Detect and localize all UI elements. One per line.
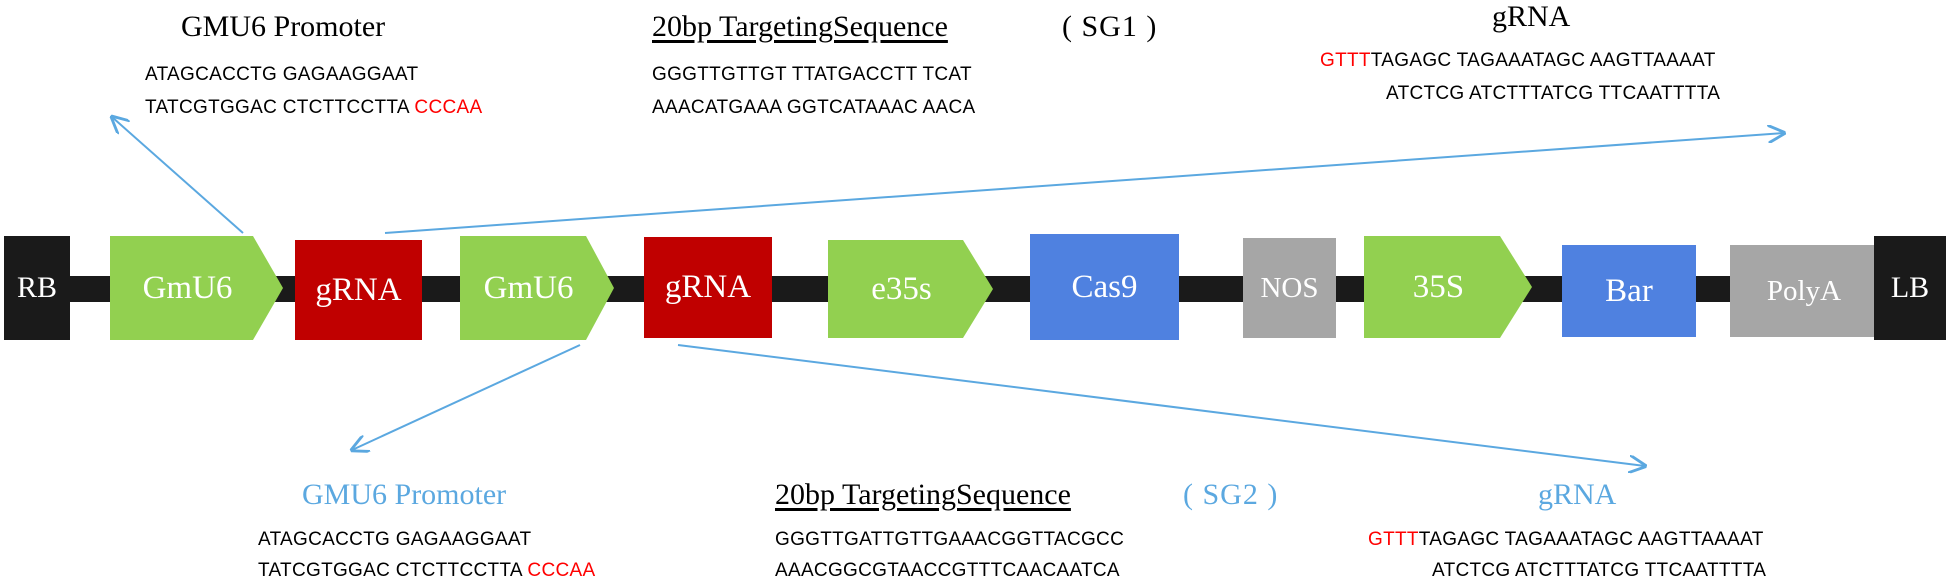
sg1-grna-seq-line1-main: TAGAGC TAGAAATAGC AAGTTAAAAT bbox=[1370, 50, 1716, 71]
construct-element-grna-1: gRNA bbox=[295, 240, 422, 340]
construct-element-bar: Bar bbox=[1562, 245, 1696, 337]
arrow-sg2-promoter bbox=[352, 344, 581, 450]
construct-label-e35s: e35s bbox=[871, 270, 932, 307]
arrow-sg1-grna bbox=[384, 133, 1784, 234]
sg1-grna-highlight: GTTT bbox=[1320, 50, 1371, 71]
sg2-grna-seq-line1-main: TAGAGC TAGAAATAGC AAGTTAAAAT bbox=[1418, 529, 1764, 550]
sg1-promoter-pam-highlight: CCCAA bbox=[414, 97, 483, 118]
construct-element-cas9: Cas9 bbox=[1030, 234, 1179, 340]
sg1-grna-seq-line1: GTTTTAGAGC TAGAAATAGC AAGTTAAAAT bbox=[1320, 50, 1716, 72]
construct-label-grna-1: gRNA bbox=[315, 271, 402, 308]
construct-label-bar: Bar bbox=[1605, 272, 1653, 309]
construct-element-nos: NOS bbox=[1243, 238, 1336, 338]
sg1-grna-seq-line2: ATCTCG ATCTTTATCG TTCAATTTTA bbox=[1386, 83, 1721, 104]
construct-element-e35s: e35s bbox=[828, 240, 993, 338]
arrow-sg1-promoter bbox=[112, 117, 244, 234]
sg2-target-seq-line1: GGGTTGATTGTTGAAACGGTTACGCC bbox=[775, 529, 1125, 550]
construct-label-gmu6-1: GmU6 bbox=[142, 269, 233, 306]
sg1-promoter-seq-line2-main: TATCGTGGAC CTCTTCCTTA bbox=[145, 97, 415, 118]
sg1-promoter-seq-line2: TATCGTGGAC CTCTTCCTTA CCCAA bbox=[145, 97, 482, 119]
construct-label-nos: NOS bbox=[1260, 271, 1319, 304]
sg1-target-title: 20bp TargetingSequence bbox=[652, 10, 948, 43]
sg1-target-seq-line1: GGGTTGTTGT TTATGACCTT TCAT bbox=[652, 64, 972, 85]
construct-label-p35s: 35S bbox=[1412, 268, 1465, 305]
sg2-grna-highlight: GTTT bbox=[1368, 529, 1419, 550]
construct-label-cas9: Cas9 bbox=[1071, 268, 1138, 305]
sg2-promoter-seq-line2-main: TATCGTGGAC CTCTTCCTTA bbox=[258, 560, 528, 581]
construct-element-gmu6-1: GmU6 bbox=[110, 236, 283, 340]
sg1-tag: ( SG1 ) bbox=[1062, 10, 1158, 43]
sg1-promoter-seq-line1: ATAGCACCTG GAGAAGGAAT bbox=[145, 64, 419, 85]
construct-element-rb: RB bbox=[4, 236, 70, 340]
sg2-grna-seq-line1: GTTTTAGAGC TAGAAATAGC AAGTTAAAAT bbox=[1368, 529, 1764, 551]
sg2-promoter-title: GMU6 Promoter bbox=[302, 478, 507, 511]
arrow-sg2-grna bbox=[677, 344, 1645, 466]
construct-label-rb: RB bbox=[16, 271, 58, 304]
construct-element-gmu6-2: GmU6 bbox=[460, 236, 614, 340]
sg2-target-seq-line2: AAACGGCGTAACCGTTTCAACAATCA bbox=[775, 560, 1120, 581]
sg2-promoter-seq-line1: ATAGCACCTG GAGAAGGAAT bbox=[258, 529, 532, 550]
sg2-target-title: 20bp TargetingSequence bbox=[775, 478, 1071, 511]
sg2-grna-seq-line2: ATCTCG ATCTTTATCG TTCAATTTTA bbox=[1432, 560, 1767, 581]
construct-element-polya: PolyA bbox=[1730, 245, 1878, 337]
construct-label-lb: LB bbox=[1890, 271, 1930, 304]
sg2-grna-title: gRNA bbox=[1538, 478, 1617, 511]
sg2-promoter-seq-line2: TATCGTGGAC CTCTTCCTTA CCCAA bbox=[258, 560, 595, 582]
construct-label-polya: PolyA bbox=[1766, 274, 1842, 307]
construct-label-grna-2: gRNA bbox=[664, 269, 752, 305]
construct-element-p35s: 35S bbox=[1364, 236, 1532, 338]
sg1-grna-title: gRNA bbox=[1492, 0, 1571, 33]
sg2-promoter-pam-highlight: CCCAA bbox=[527, 560, 596, 581]
sg1-promoter-title: GMU6 Promoter bbox=[181, 10, 386, 43]
construct-element-grna-2: gRNA bbox=[644, 237, 772, 338]
sg2-tag: ( SG2 ) bbox=[1183, 478, 1279, 511]
construct-label-gmu6-2: GmU6 bbox=[483, 269, 574, 306]
sg1-target-seq-line2: AAACATGAAA GGTCATAAAC AACA bbox=[652, 97, 976, 118]
construct-element-lb: LB bbox=[1874, 236, 1946, 340]
